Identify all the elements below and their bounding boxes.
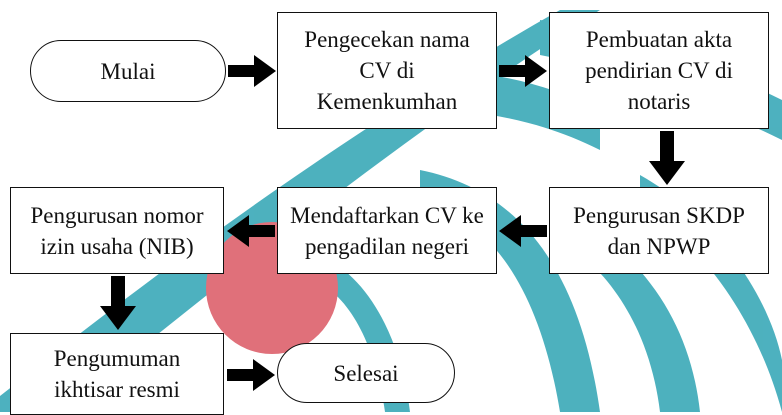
node-skdp-label: Pengurusan SKDP dan NPWP bbox=[573, 202, 745, 259]
arrow-nib-to-announcement bbox=[100, 276, 136, 330]
node-court: Mendaftarkan CV ke pengadilan negeri bbox=[277, 187, 497, 274]
node-announcement-label: Pengumuman ikhtisar resmi bbox=[53, 346, 181, 402]
arrow-name-check-to-deed bbox=[499, 55, 547, 87]
node-start: Mulai bbox=[30, 40, 226, 102]
node-skdp: Pengurusan SKDP dan NPWP bbox=[549, 187, 769, 274]
node-nib-label: Pengurusan nomor izin usaha (NIB) bbox=[30, 202, 204, 259]
node-name-check-label: Pengecekan nama CV di Kemenkumhan bbox=[304, 27, 470, 114]
node-announcement: Pengumuman ikhtisar resmi bbox=[10, 333, 224, 415]
node-nib: Pengurusan nomor izin usaha (NIB) bbox=[10, 187, 224, 274]
arrow-start-to-name-check bbox=[228, 55, 276, 87]
arrow-court-to-nib bbox=[227, 215, 275, 247]
arrow-deed-to-skdp bbox=[649, 131, 685, 185]
node-name-check: Pengecekan nama CV di Kemenkumhan bbox=[277, 12, 497, 129]
watermark-swoosh bbox=[420, 170, 600, 412]
node-deed: Pembuatan akta pendirian CV di notaris bbox=[549, 12, 769, 129]
arrow-skdp-to-court bbox=[499, 215, 547, 247]
node-end: Selesai bbox=[277, 343, 455, 403]
node-end-label: Selesai bbox=[333, 360, 399, 386]
node-deed-label: Pembuatan akta pendirian CV di notaris bbox=[585, 27, 733, 114]
node-start-label: Mulai bbox=[100, 58, 156, 84]
arrow-announcement-to-end bbox=[227, 359, 275, 391]
node-court-label: Mendaftarkan CV ke pengadilan negeri bbox=[290, 202, 484, 259]
